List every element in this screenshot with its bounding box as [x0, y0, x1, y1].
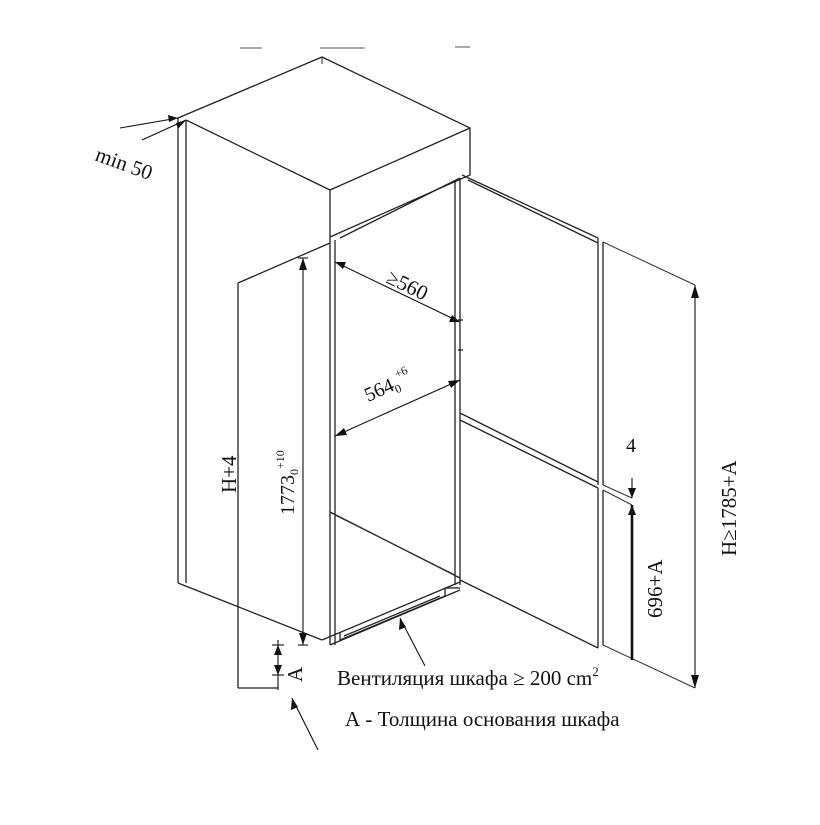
- dim-door-gap: 4: [626, 435, 636, 498]
- unit-height-sub: 0: [287, 469, 301, 475]
- svg-text:5640+6: 5640+6: [359, 363, 415, 408]
- refrigerator-doors: [459, 174, 696, 689]
- cabinet-niche: [177, 56, 471, 689]
- unit-depth-sup: +6: [392, 363, 409, 381]
- dim-min-50: min 50: [92, 115, 187, 185]
- niche-height-label: H+4: [217, 455, 241, 493]
- unit-depth-value: 564: [361, 374, 397, 406]
- unit-depth-sub: 0: [393, 381, 404, 396]
- min-gap-label: min 50: [92, 142, 156, 185]
- dim-lower-door: 696+A: [628, 505, 667, 660]
- unit-height-sup: +10: [273, 450, 287, 469]
- svg-text:17730+10: 17730+10: [273, 450, 301, 515]
- base-label: A: [283, 666, 307, 682]
- dim-base: A: [272, 640, 307, 690]
- lower-door-label: 696+A: [643, 559, 667, 618]
- niche-depth-label: ≥560: [383, 265, 432, 305]
- ventilation-text: Вентиляция шкафа ≥ 200 cm: [337, 666, 592, 690]
- door-gap-label: 4: [626, 435, 636, 457]
- dim-unit-depth: 5640+6: [334, 363, 461, 437]
- cropped-top-marks: [240, 46, 470, 49]
- leader-lines: [291, 617, 426, 751]
- unit-height-value: 1773: [277, 475, 299, 515]
- ventilation-sup: 2: [592, 664, 599, 679]
- legend-a: А - Толщина основания шкафа: [345, 707, 620, 731]
- ventilation-grille: [339, 587, 460, 641]
- dim-total-height: H≥1785+A: [691, 285, 741, 688]
- dim-niche-depth: ≥560: [334, 261, 461, 323]
- total-height-label: H≥1785+A: [717, 459, 741, 556]
- ventilation-note: Вентиляция шкафа ≥ 200 cm2: [337, 664, 599, 690]
- dim-unit-height: 17730+10: [273, 257, 308, 646]
